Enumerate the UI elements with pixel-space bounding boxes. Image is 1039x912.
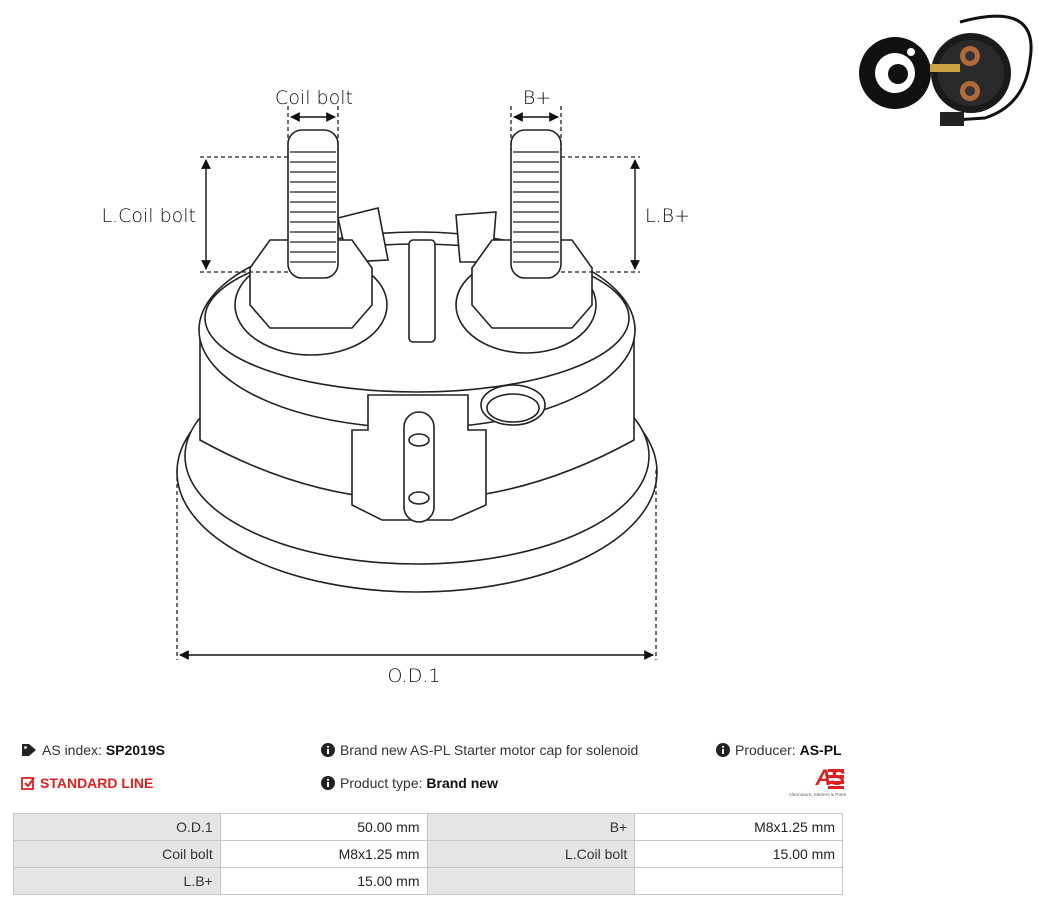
product-type-label: Product type: [340,775,423,791]
description-text: Brand new AS-PL Starter motor cap for so… [340,742,639,758]
as-index-value: SP2019S [105,742,165,758]
param-value: 15.00 mm [634,840,843,868]
info-icon [321,743,335,760]
param-key: B+ [426,813,636,841]
standard-line-label: STANDARD LINE [40,775,154,791]
dim-label-od1: O.D.1 [388,665,441,687]
table-row: L.B+ 15.00 mm [13,867,843,895]
producer-label: Producer: [735,742,796,758]
logo-stripes-icon [828,769,844,789]
param-value: 15.00 mm [219,867,428,895]
dim-label-coil-bolt: Coil bolt [275,87,353,109]
producer-value: AS-PL [799,742,842,758]
param-key [426,867,636,895]
producer: Producer: AS-PL [716,742,842,760]
param-key: Coil bolt [13,840,221,868]
info-icon [321,776,335,793]
dim-label-l-b-plus: L.B+ [645,205,690,227]
technical-drawing: Coil bolt B+ L.Coil bolt L.B+ O.D.1 [101,14,1033,687]
table-row: O.D.1 50.00 mm B+ M8x1.25 mm [13,813,843,841]
param-key: L.B+ [13,867,221,895]
product-type: Product type: Brand new [321,775,498,793]
param-value: 50.00 mm [219,813,428,841]
info-icon [716,743,730,760]
product-description: Brand new AS-PL Starter motor cap for so… [321,742,638,760]
param-key: L.Coil bolt [426,840,636,868]
param-value: M8x1.25 mm [634,813,843,841]
standard-line-badge: STANDARD LINE [21,775,153,793]
dim-label-l-coil-bolt: L.Coil bolt [101,205,196,227]
param-key: O.D.1 [13,813,221,841]
as-pl-logo: AS Alternators, Starters & Parts [776,765,846,801]
dim-label-b-plus: B+ [523,87,551,109]
table-row: Coil bolt M8x1.25 mm L.Coil bolt 15.00 m… [13,840,843,868]
as-index-label: AS index: [42,742,102,758]
as-index: AS index: SP2019S [21,742,165,760]
param-value: M8x1.25 mm [219,840,428,868]
product-type-value: Brand new [426,775,498,791]
param-value [634,867,843,895]
checkbox-icon [21,776,35,793]
product-thumbnail[interactable] [859,14,1033,126]
tag-icon [21,743,37,760]
logo-tagline: Alternators, Starters & Parts [788,792,846,797]
parameters-table: O.D.1 50.00 mm B+ M8x1.25 mm Coil bolt M… [13,813,843,895]
